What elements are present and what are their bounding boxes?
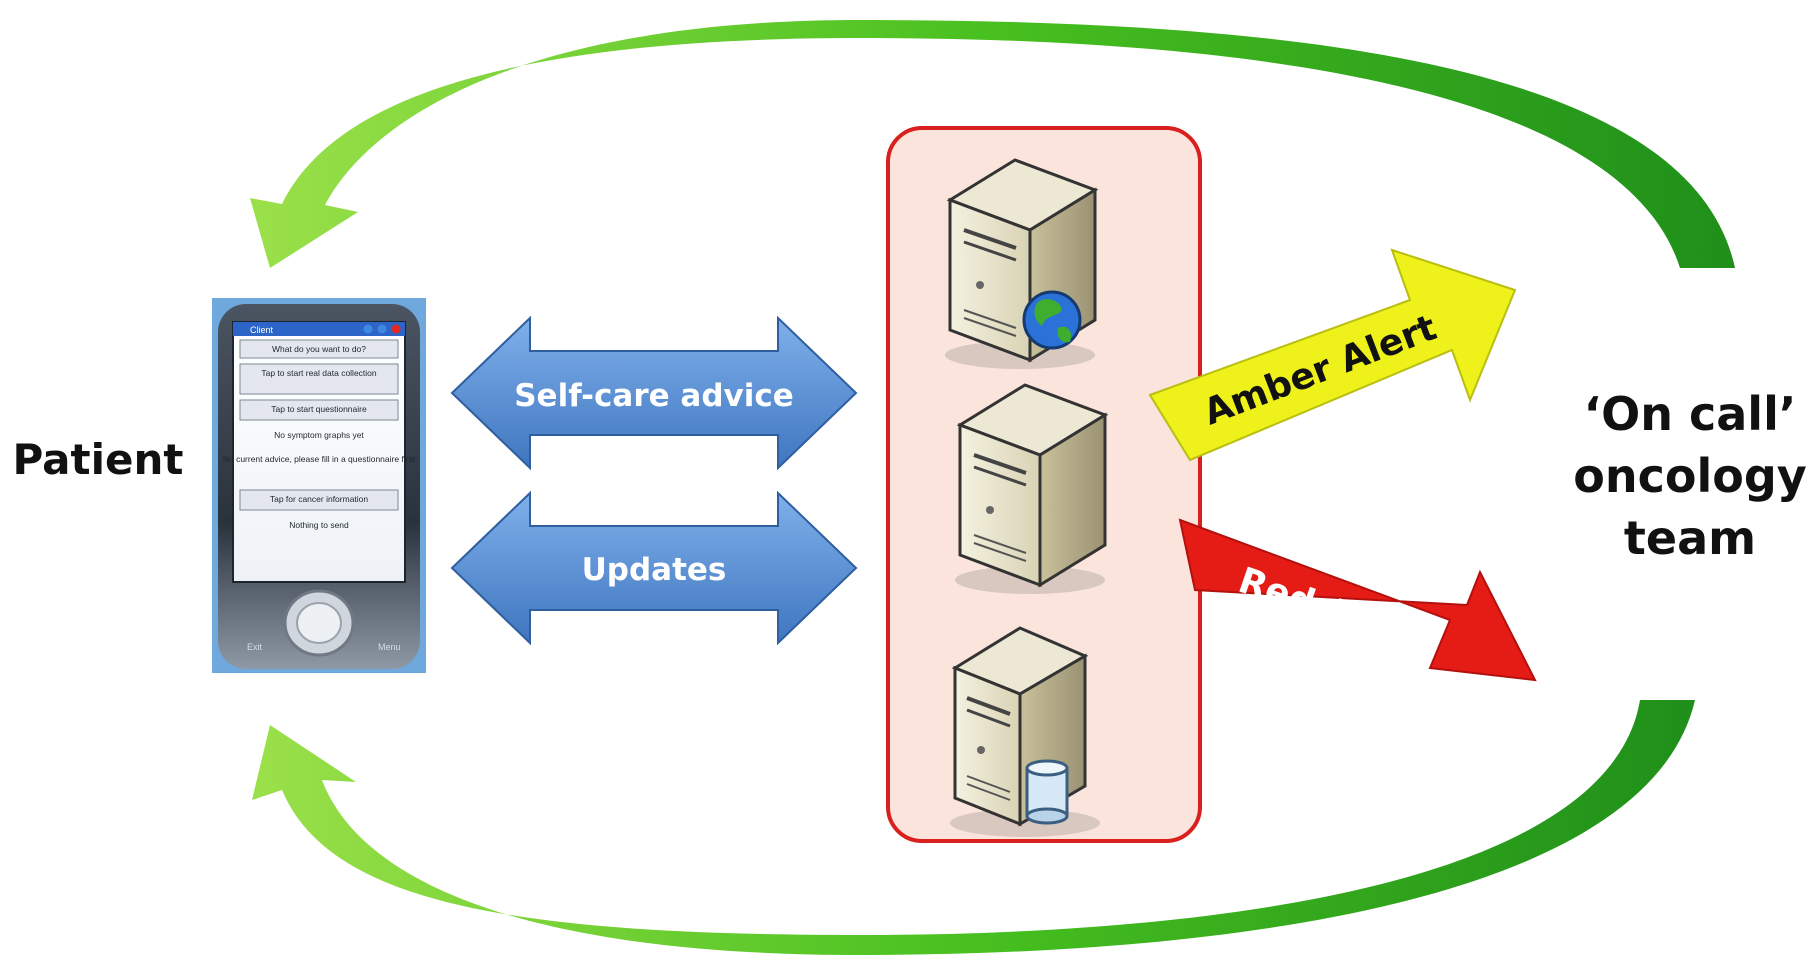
team-label-line2: oncology xyxy=(1573,449,1807,503)
team-label-line1: ‘On call’ xyxy=(1584,387,1797,441)
team-label-line3: team xyxy=(1624,511,1756,565)
updates-label: Updates xyxy=(582,552,727,588)
phone-menu-item[interactable]: Tap to start real data collection xyxy=(261,368,377,378)
phone-menu-item[interactable]: What do you want to do? xyxy=(272,344,366,354)
oncology-team-label: ‘On call’ oncology team xyxy=(1573,387,1807,565)
updates-arrow: Updates xyxy=(450,490,858,646)
app-server-icon xyxy=(955,383,1109,594)
phone-menu-button[interactable] xyxy=(239,399,399,421)
phone-menu-item: No current advice, please fill in a ques… xyxy=(223,454,416,464)
web-server-icon xyxy=(945,158,1099,369)
smartphone-icon: Client What do you want to do? Tap to sta… xyxy=(212,298,426,673)
self-care-advice-label: Self-care advice xyxy=(514,378,794,414)
patient-label: Patient xyxy=(13,435,184,484)
amber-alert-arrow: Amber Alert xyxy=(1148,248,1517,462)
phone-menu-item: Nothing to send xyxy=(289,520,349,530)
database-cylinder-icon xyxy=(1025,759,1069,825)
phone-title: Client xyxy=(250,325,274,335)
phone-menu-item: No symptom graphs yet xyxy=(274,430,364,440)
phone-menu-button[interactable] xyxy=(239,489,399,511)
database-server-icon xyxy=(950,626,1100,837)
softkey-left[interactable]: Exit xyxy=(247,642,263,652)
self-care-advice-arrow: Self-care advice xyxy=(450,315,858,471)
phone-menu-item[interactable]: Tap for cancer information xyxy=(270,494,369,504)
phone-menu-button[interactable] xyxy=(239,363,399,395)
phone-menu-button[interactable] xyxy=(239,339,399,359)
phone-menu: What do you want to do? Tap to start real… xyxy=(223,339,416,530)
red-alert-arrow: Red Alert xyxy=(1178,518,1537,682)
softkey-right[interactable]: Menu xyxy=(378,642,401,652)
phone-menu-item[interactable]: Tap to start questionnaire xyxy=(271,404,367,414)
